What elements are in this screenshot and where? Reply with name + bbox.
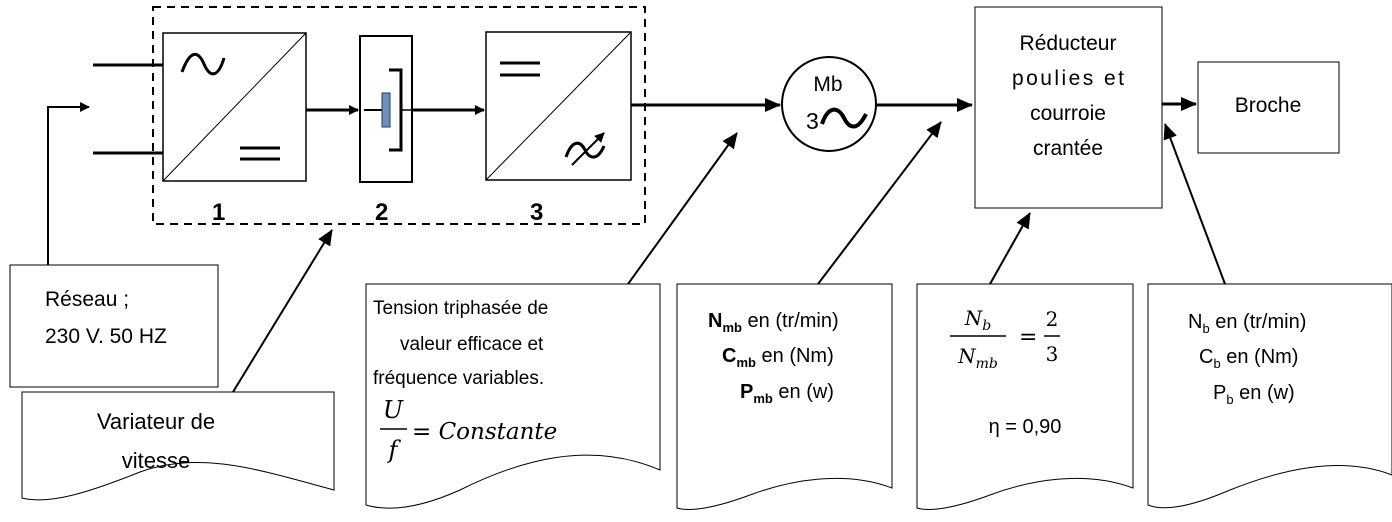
spindle-quantities-note: Nb en (tr/min) Cb en (Nm) Pb en (w) (1147, 283, 1392, 509)
rectifier-block (162, 32, 307, 182)
tension-note: Tension triphasée de valeur efficace et … (365, 283, 661, 509)
pmb-sym: P (740, 381, 753, 403)
ratio-den-sym: N (957, 344, 977, 368)
block-2-label: 2 (375, 199, 388, 226)
reducer-line-1: Réducteur (1020, 32, 1117, 55)
nb-sym: N (1188, 311, 1202, 333)
motor-name: Mb (813, 73, 842, 96)
tension-formula-rhs: = Constante (412, 419, 557, 445)
inverter-block (485, 31, 632, 181)
spindle-quantities-arrow (1163, 123, 1226, 285)
nmb-sub: mb (722, 320, 742, 335)
cmb-rest: en (Nm) (756, 345, 834, 367)
nmb-sym: N (708, 310, 722, 332)
variateur-line-1: Variateur de (97, 409, 215, 434)
reseau-line-1: Réseau ; (45, 288, 129, 311)
pb-sub: b (1226, 392, 1233, 407)
tension-line-1: Tension triphasée de (373, 298, 548, 319)
tension-line-3: fréquence variables. (373, 368, 544, 389)
cb-line: Cb en (Nm) (1199, 346, 1298, 371)
ratio-num: Nb (964, 306, 992, 334)
ratio-formula: Nb Nmb = 2 3 (950, 306, 1060, 372)
ratio-eq: = (1019, 325, 1037, 350)
reseau-line-2: 230 V. 50 HZ (45, 325, 167, 348)
ratio-note: Nb Nmb = 2 3 η = 0,90 (916, 283, 1134, 510)
motor-phases: 3 (806, 108, 819, 134)
capacitor-icon (364, 68, 412, 152)
ratio-rnum: 2 (1046, 307, 1059, 331)
ratio-rden: 3 (1046, 342, 1059, 366)
ac-to-dc-icon (180, 53, 280, 161)
nmb-rest: en (tr/min) (742, 310, 839, 332)
reducer-line-4: crantée (1033, 137, 1103, 160)
block-1-label: 1 (212, 199, 225, 226)
reseau-note: Réseau ; 230 V. 50 HZ (9, 264, 219, 388)
cb-rest: en (Nm) (1221, 346, 1299, 368)
reseau-arrow (47, 102, 90, 265)
motor-quantities-arrow (817, 121, 942, 285)
pb-sym: P (1213, 382, 1226, 404)
nb-line: Nb en (tr/min) (1188, 311, 1306, 336)
spindle-label: Broche (1235, 94, 1302, 117)
pb-line: Pb en (w) (1213, 382, 1295, 407)
cmb-line: Cmb en (Nm) (722, 345, 834, 370)
ratio-num-sub: b (982, 318, 991, 334)
cmb-sym: C (722, 345, 736, 367)
spindle-block: Broche (1197, 61, 1340, 154)
variateur-line-2: vitesse (122, 448, 190, 473)
efficiency-text: η = 0,90 (989, 416, 1062, 438)
tension-formula-num: U (383, 396, 404, 424)
dc-to-variable-ac-icon (500, 61, 606, 166)
ratio-den: Nmb (957, 344, 998, 372)
tension-line-2: valeur efficace et (400, 334, 544, 355)
ratio-den-sub: mb (976, 356, 998, 372)
block-3-label: 3 (530, 199, 543, 226)
ratio-num-sym: N (964, 306, 984, 330)
nmb-line: Nmb en (tr/min) (708, 310, 839, 335)
variator-enclosure (152, 6, 646, 225)
tension-arrow (627, 132, 738, 285)
motor-quantities-note: Nmb en (tr/min) Cmb en (Nm) Pmb en (w) (676, 283, 893, 510)
reducer-line-2: poulies et (1012, 67, 1124, 90)
cmb-sub: mb (736, 355, 756, 370)
pb-rest: en (w) (1234, 382, 1295, 404)
nb-sub: b (1202, 321, 1209, 336)
ratio-arrow (989, 212, 1031, 285)
pmb-line: Pmb en (w) (740, 381, 834, 406)
cb-sub: b (1213, 356, 1220, 371)
reducer-line-3: courroie (1030, 102, 1106, 125)
variateur-note: Variateur de vitesse (21, 391, 335, 501)
cb-sym: C (1199, 346, 1213, 368)
variateur-arrow (232, 229, 333, 393)
pmb-rest: en (w) (773, 381, 834, 403)
nb-rest: en (tr/min) (1210, 311, 1307, 333)
reducer-block: Réducteur poulies et courroie crantée (974, 6, 1163, 209)
pmb-sub: mb (753, 391, 773, 406)
dc-link-block (359, 35, 413, 183)
motor-block: Mb 3 (781, 56, 877, 152)
ac-sine-icon (820, 107, 868, 129)
